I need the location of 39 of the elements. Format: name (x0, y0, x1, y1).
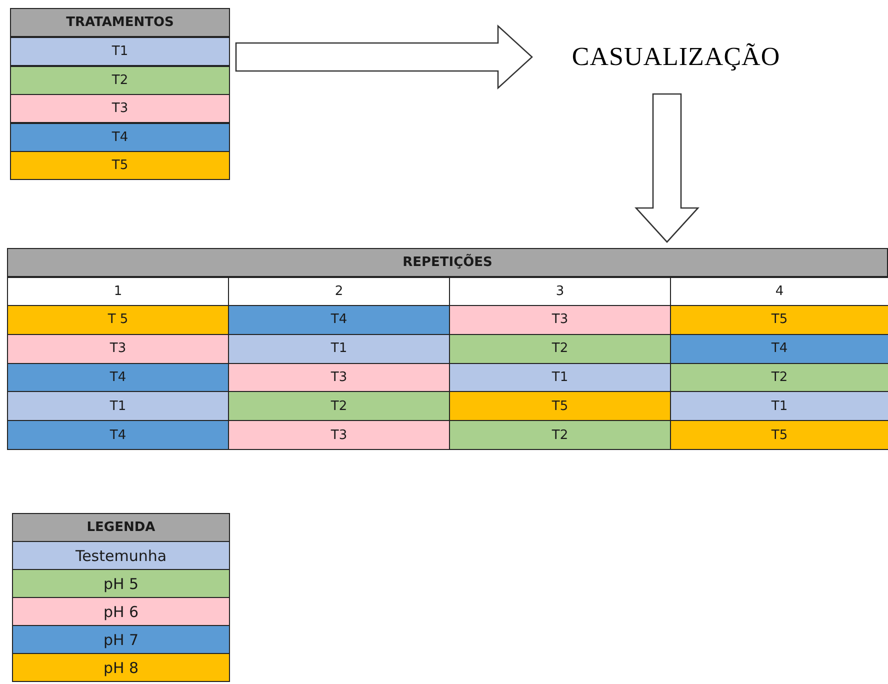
table-cell: T1 (228, 334, 450, 364)
table-cell: T3 (7, 334, 229, 364)
table (10, 8, 230, 180)
table-cell: T3 (10, 94, 230, 124)
table-cell: T 5 (7, 305, 229, 335)
table-cell: T2 (10, 66, 230, 95)
table-cell: T5 (10, 151, 230, 180)
table-cell: T5 (670, 305, 888, 335)
table-cell: T3 (228, 420, 450, 450)
table-cell: T1 (449, 362, 671, 392)
block-arrow (235, 24, 533, 90)
table-cell: T4 (670, 334, 888, 364)
table-cell: T4 (7, 420, 229, 450)
table-cell: T4 (7, 362, 229, 392)
legend-swatch: pH 6 (12, 597, 230, 626)
table-cell: T1 (670, 391, 888, 422)
step-label: CASUALIZAÇÃO (538, 40, 814, 74)
table-cell: T2 (228, 391, 450, 422)
table-cell: T1 (7, 391, 229, 422)
block-arrow (634, 93, 700, 243)
legend-swatch: pH 8 (12, 653, 230, 682)
legend-swatch: Testemunha (12, 541, 230, 570)
table-cell: T2 (449, 420, 671, 450)
table-cell: T3 (228, 362, 450, 392)
legend-title: LEGENDA (12, 513, 230, 542)
table-cell: T2 (670, 362, 888, 392)
table-cell: T2 (449, 334, 671, 364)
legend-swatch: pH 7 (12, 625, 230, 654)
table-header: REPETIÇÕES (7, 248, 888, 277)
table-cell: T1 (10, 37, 230, 66)
legend-swatch: pH 5 (12, 569, 230, 598)
table-cell: T5 (449, 391, 671, 422)
column-header: 1 (7, 277, 229, 306)
table-cell: T4 (228, 305, 450, 335)
table (7, 248, 888, 449)
table-cell: T5 (670, 420, 888, 450)
table-header: TRATAMENTOS (10, 8, 230, 37)
table-cell: T3 (449, 305, 671, 335)
table-cell: T4 (10, 122, 230, 152)
